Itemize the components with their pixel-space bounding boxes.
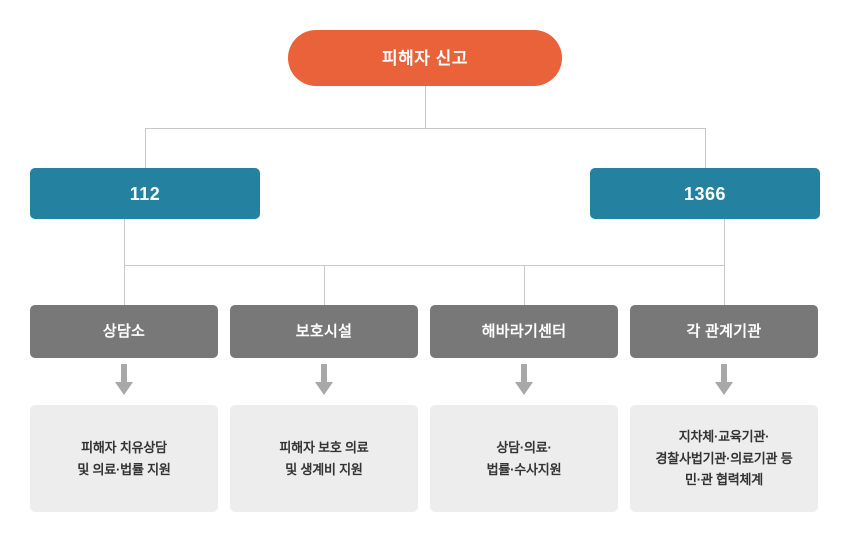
node-sunflower-center-label: 해바라기센터 (481, 323, 567, 340)
detail-related-agencies-text: 지차체·교육기관· 경찰사법기관·의료기관 등 민·관 협력체계 (655, 429, 793, 488)
connector-to-112 (145, 128, 146, 168)
node-related-agencies[interactable]: 각 관계기관 (630, 305, 818, 358)
connector-1366-stem (724, 219, 725, 265)
node-victim-report[interactable]: 피해자 신고 (288, 30, 562, 86)
node-112-label: 112 (129, 183, 161, 204)
node-1366[interactable]: 1366 (590, 168, 820, 219)
node-sunflower-center[interactable]: 해바라기센터 (430, 305, 618, 358)
connector-root-stem (425, 86, 426, 128)
connector-to-1366 (705, 128, 706, 168)
arrow-down-icon-2 (315, 364, 333, 396)
connector-to-related-agencies (724, 265, 725, 305)
node-counseling-center-label: 상담소 (102, 323, 146, 340)
detail-shelter: 피해자 보호 의료 및 생계비 지원 (230, 405, 418, 512)
connector-level2-bus (145, 128, 705, 129)
arrow-down-icon-4 (715, 364, 733, 396)
arrow-down-icon-3 (515, 364, 533, 396)
detail-sunflower-center-text: 상담·의료· 법률·수사지원 (486, 440, 562, 477)
detail-sunflower-center: 상담·의료· 법률·수사지원 (430, 405, 618, 512)
connector-to-sunflower-center (524, 265, 525, 305)
node-counseling-center[interactable]: 상담소 (30, 305, 218, 358)
connector-level3-bus (124, 265, 724, 266)
node-shelter-label: 보호시설 (295, 323, 353, 340)
connector-112-stem (124, 219, 125, 265)
detail-counseling-center-text: 피해자 치유상담 및 의료·법률 지원 (77, 440, 171, 477)
detail-counseling-center: 피해자 치유상담 및 의료·법률 지원 (30, 405, 218, 512)
node-1366-label: 1366 (683, 183, 727, 204)
connector-to-counseling-center (124, 265, 125, 305)
arrow-down-icon-1 (115, 364, 133, 396)
node-112[interactable]: 112 (30, 168, 260, 219)
node-shelter[interactable]: 보호시설 (230, 305, 418, 358)
detail-related-agencies: 지차체·교육기관· 경찰사법기관·의료기관 등 민·관 협력체계 (630, 405, 818, 512)
node-victim-report-label: 피해자 신고 (382, 48, 468, 68)
detail-shelter-text: 피해자 보호 의료 및 생계비 지원 (279, 440, 369, 477)
connector-to-shelter (324, 265, 325, 305)
node-related-agencies-label: 각 관계기관 (686, 323, 762, 340)
